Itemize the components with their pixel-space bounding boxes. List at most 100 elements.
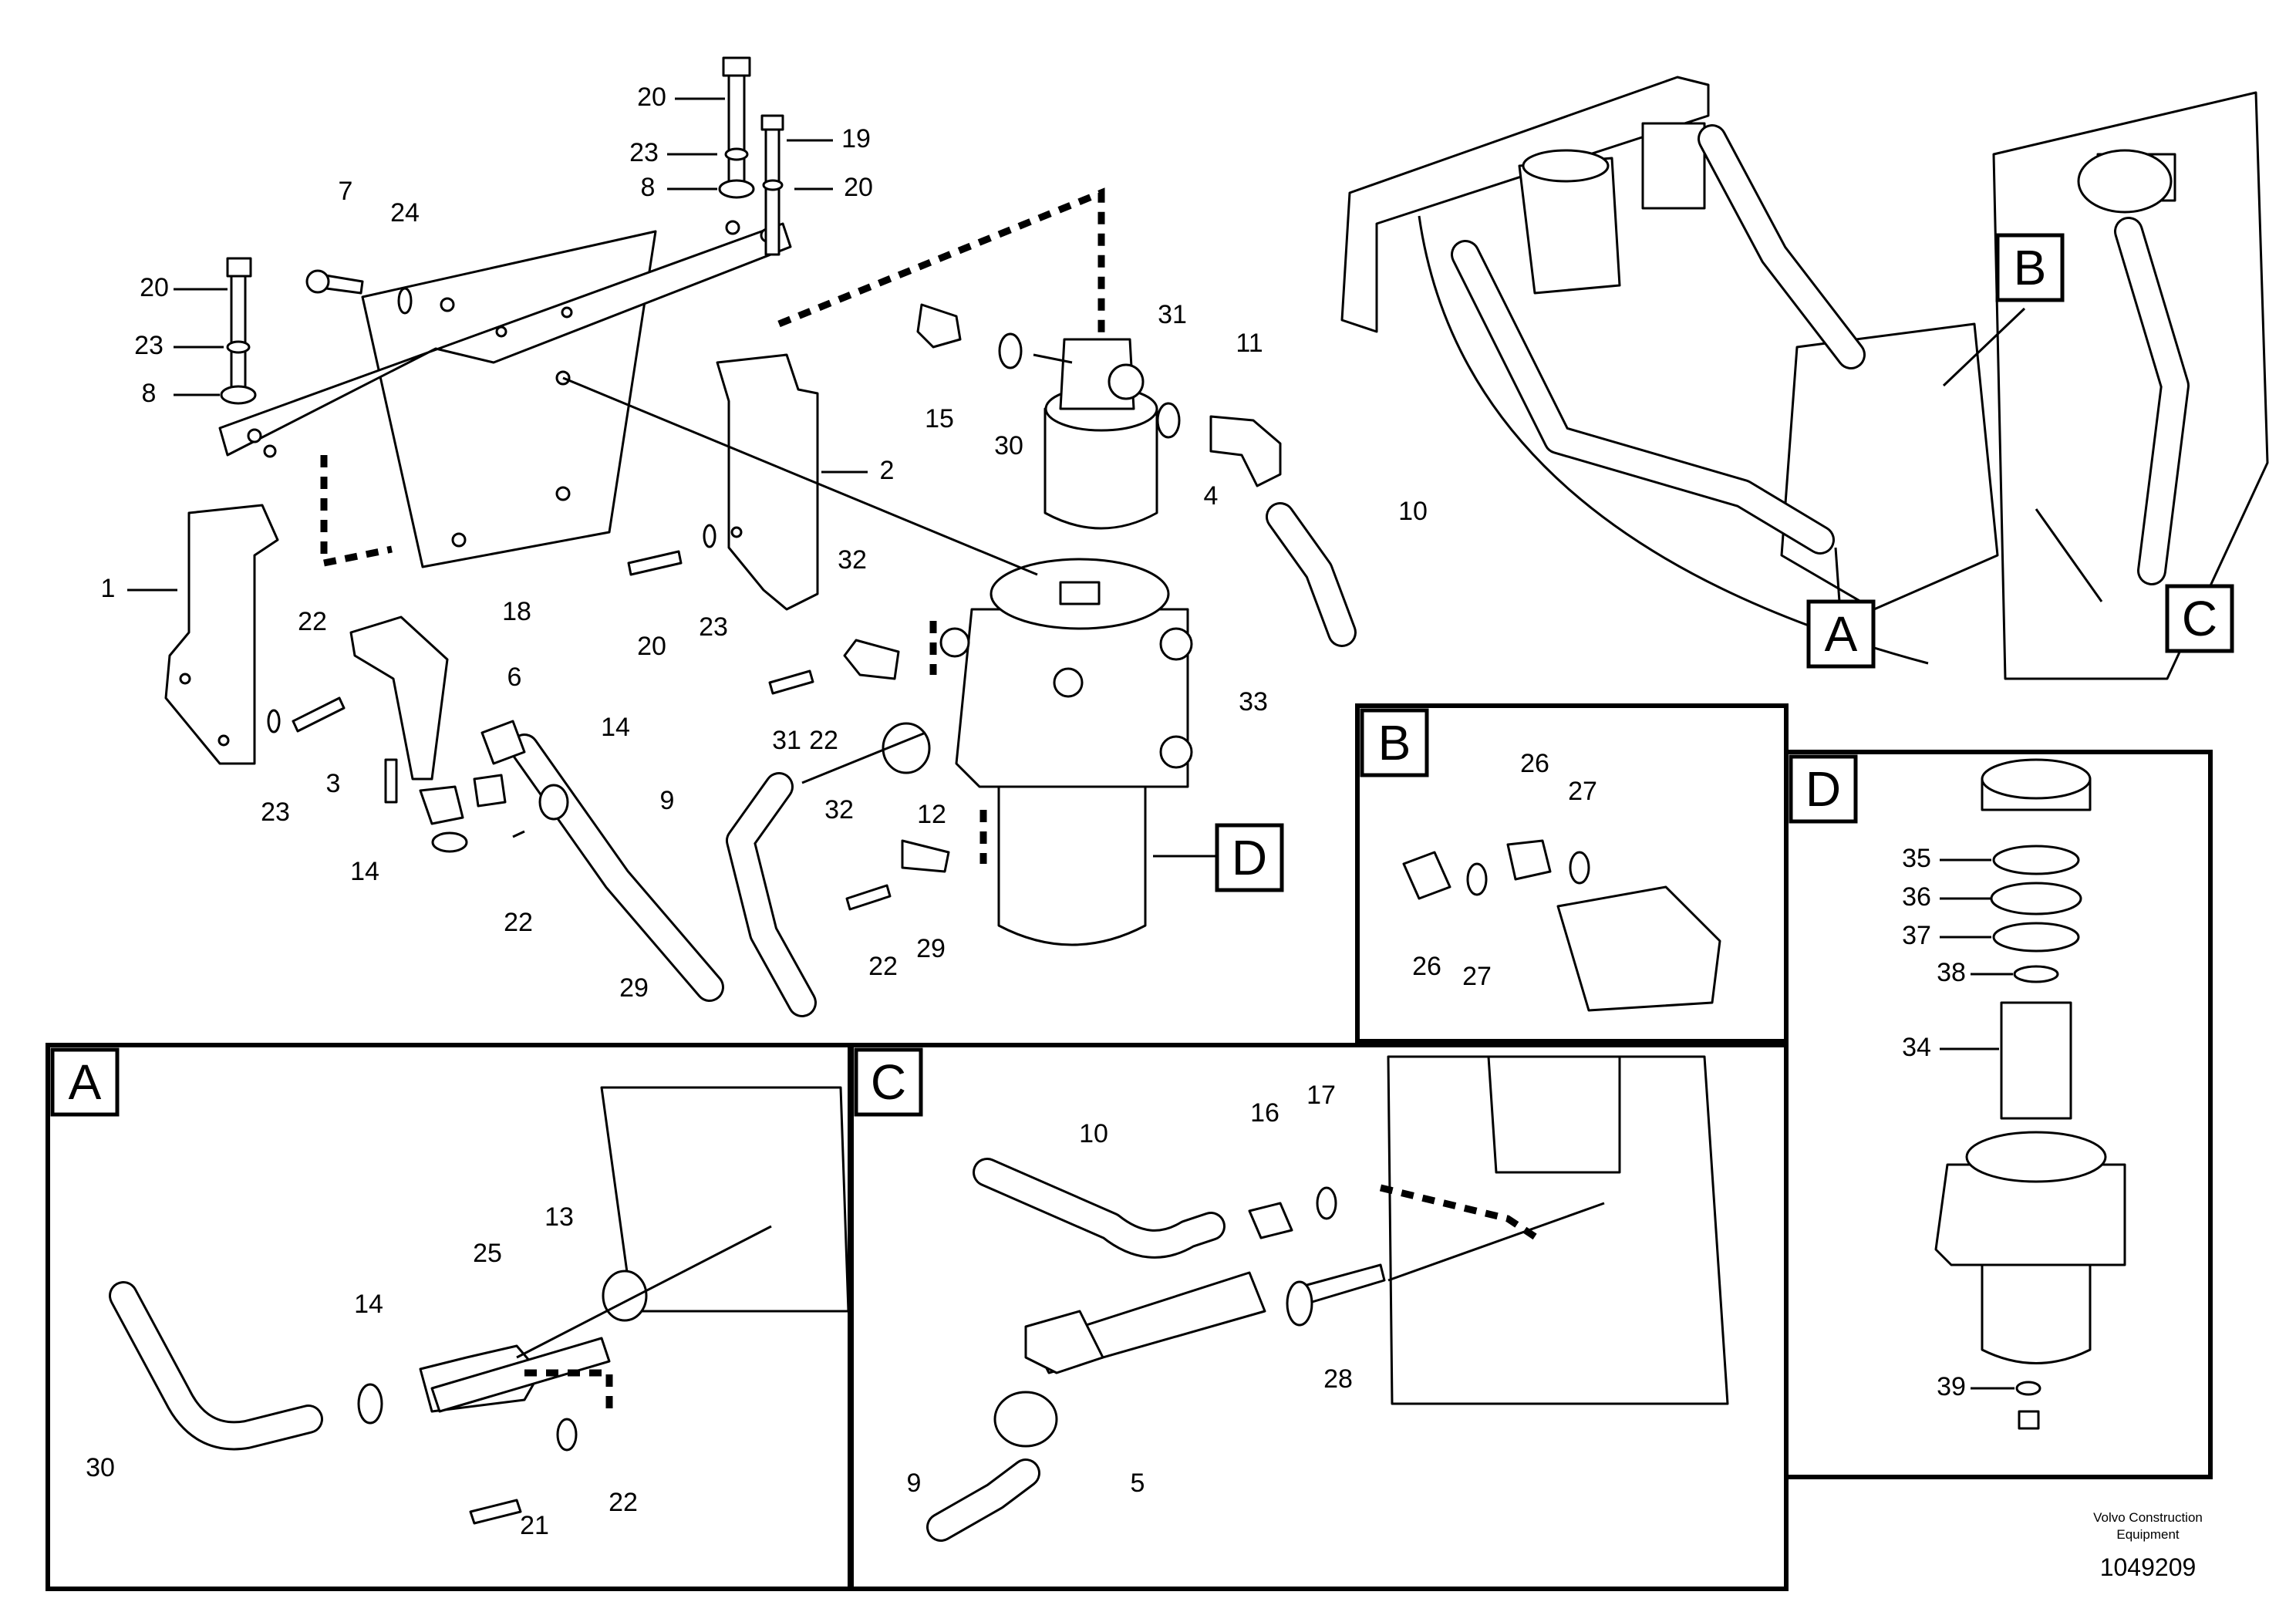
callout: 31 bbox=[772, 726, 801, 755]
filter-bowl-33 bbox=[997, 785, 1147, 946]
callout: 12 bbox=[917, 800, 946, 829]
callout: 11 bbox=[1236, 329, 1263, 358]
detail-d-callouts: 35 36 37 38 34 39 bbox=[1902, 844, 1966, 1401]
detail-panel-b-tag: B bbox=[1378, 715, 1411, 771]
callout: 19 bbox=[841, 124, 871, 153]
callout: 22 bbox=[298, 607, 327, 636]
bolt-32-bottom bbox=[845, 884, 892, 911]
callout: 23 bbox=[134, 331, 164, 360]
callout: 18 bbox=[502, 597, 531, 626]
callout: 23 bbox=[699, 612, 728, 642]
callout: 32 bbox=[824, 795, 854, 824]
detail-panel-d-tag: D bbox=[1805, 761, 1841, 817]
callout: 26 bbox=[1520, 749, 1549, 778]
callout: 37 bbox=[1902, 921, 1931, 950]
detail-b-content bbox=[1402, 839, 1721, 1012]
callout: 39 bbox=[1937, 1372, 1966, 1401]
callout: 23 bbox=[629, 138, 659, 167]
callout: 20 bbox=[637, 83, 666, 112]
callout: 28 bbox=[1323, 1364, 1353, 1394]
callout: 7 bbox=[339, 177, 353, 206]
mounting-beam bbox=[218, 222, 792, 457]
callout: 17 bbox=[1306, 1081, 1336, 1110]
callout: 26 bbox=[1412, 952, 1441, 981]
callout: 8 bbox=[142, 379, 157, 408]
callout: 29 bbox=[916, 934, 946, 963]
locator-tag-d: D bbox=[1232, 830, 1267, 885]
o-ring-29-left bbox=[998, 332, 1023, 369]
callout: 27 bbox=[1462, 962, 1492, 991]
manufacturer-name-line2: Equipment bbox=[2116, 1527, 2180, 1542]
callout: 1 bbox=[101, 574, 116, 603]
callout: 14 bbox=[601, 713, 630, 742]
bolt-20-lower bbox=[292, 696, 346, 733]
callout: 10 bbox=[1398, 497, 1428, 526]
filter-housing-33 bbox=[955, 608, 1189, 788]
callout: 35 bbox=[1902, 844, 1931, 873]
callout: 4 bbox=[1204, 481, 1219, 511]
callout: 25 bbox=[473, 1239, 502, 1268]
callout: 24 bbox=[390, 198, 420, 228]
nut-14 bbox=[419, 785, 464, 825]
callout: 10 bbox=[1079, 1119, 1108, 1148]
callout: 29 bbox=[619, 973, 649, 1003]
bracket-right-2 bbox=[716, 353, 819, 611]
callout: 20 bbox=[844, 173, 873, 202]
bolt-20-left bbox=[230, 265, 247, 391]
callout: 30 bbox=[994, 431, 1023, 460]
callout: 33 bbox=[1239, 687, 1268, 717]
callout: 38 bbox=[1937, 958, 1966, 987]
callout-leaders bbox=[127, 97, 2014, 1390]
locator-tag-b: B bbox=[2014, 240, 2047, 295]
locator-tag-c: C bbox=[2182, 591, 2217, 646]
callout: 13 bbox=[544, 1202, 574, 1232]
detail-d-content bbox=[1934, 758, 2126, 1430]
callout: 6 bbox=[507, 663, 522, 692]
adapter-15 bbox=[916, 303, 962, 349]
o-ring-29-right bbox=[1156, 402, 1181, 439]
callout: 22 bbox=[504, 908, 533, 937]
detail-a-content bbox=[109, 1086, 850, 1525]
callout: 30 bbox=[86, 1453, 115, 1482]
bolt-20-top bbox=[727, 64, 746, 191]
flange-31-bottom bbox=[901, 839, 950, 873]
elbow-11 bbox=[1209, 415, 1282, 487]
bracket-left-1 bbox=[164, 504, 279, 765]
callout: 2 bbox=[880, 456, 895, 485]
bolt-32-top bbox=[768, 669, 814, 695]
callout: 32 bbox=[838, 545, 867, 575]
bolt-3 bbox=[384, 758, 398, 804]
detail-panel-c-tag: C bbox=[871, 1054, 906, 1110]
detail-a-callouts: 13 25 14 30 21 22 bbox=[86, 1202, 638, 1540]
machine-overview bbox=[1340, 76, 2269, 680]
callout: 23 bbox=[261, 798, 290, 827]
callout: 3 bbox=[326, 769, 341, 798]
hose-mount-bracket-6 bbox=[349, 615, 449, 781]
locator-tag-a: A bbox=[1825, 606, 1858, 662]
callout: 20 bbox=[637, 632, 666, 661]
callout: 22 bbox=[868, 952, 898, 981]
fitting-14-mid bbox=[480, 720, 526, 765]
bolt-20-middle bbox=[627, 550, 683, 576]
detail-c-callouts: 10 16 17 28 5 9 bbox=[907, 1081, 1353, 1498]
callout: 34 bbox=[1902, 1033, 1931, 1062]
callout: 31 bbox=[1158, 300, 1187, 329]
callout: 22 bbox=[609, 1488, 638, 1517]
detail-c-content bbox=[926, 1055, 1729, 1542]
callout: 20 bbox=[140, 273, 169, 302]
detail-b-callouts: 26 27 26 27 bbox=[1412, 749, 1597, 991]
main-exploded-view bbox=[164, 56, 1357, 1017]
manufacturer-name-line1: Volvo Construction bbox=[2093, 1510, 2203, 1525]
callout: 15 bbox=[925, 404, 954, 433]
callout: 14 bbox=[350, 857, 379, 886]
return-filter-4 bbox=[1043, 407, 1158, 530]
callout: 9 bbox=[907, 1469, 922, 1498]
flange-31-top bbox=[843, 639, 900, 680]
callout: 16 bbox=[1250, 1098, 1279, 1128]
drawing-number: 1049209 bbox=[2100, 1553, 2197, 1581]
callout: 5 bbox=[1131, 1469, 1145, 1498]
fitting-27 bbox=[473, 774, 507, 808]
detail-frame-c bbox=[849, 1043, 1789, 1591]
